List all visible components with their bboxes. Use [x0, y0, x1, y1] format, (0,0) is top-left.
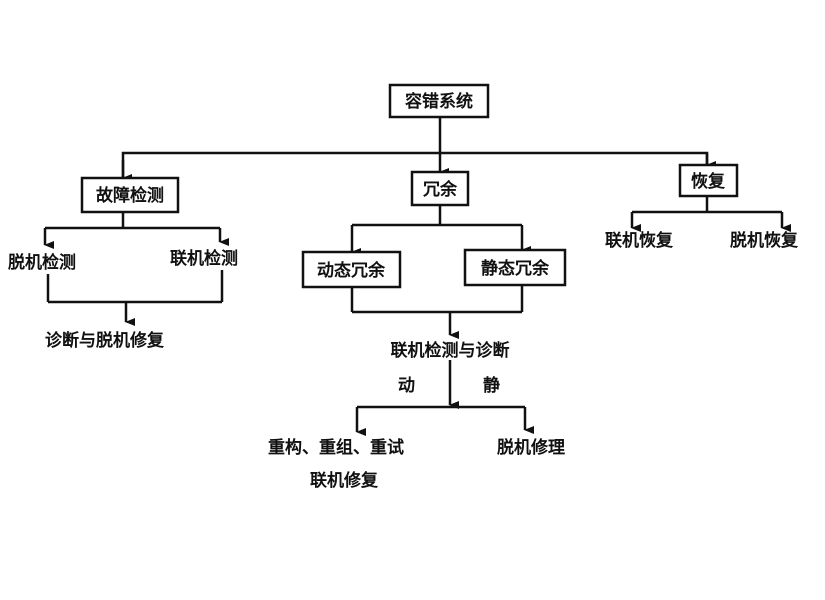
online-detection-diagnosis-label: 联机检测与诊断: [391, 340, 510, 361]
online-detection-label: 联机检测: [170, 248, 238, 269]
redundancy-box: [410, 170, 470, 207]
online-repair-label: 联机修复: [310, 470, 379, 491]
online-recovery-label: 联机恢复: [605, 230, 674, 251]
static-redundancy-label: 静态冗余: [481, 258, 550, 279]
static-edge-label: 静: [483, 375, 500, 396]
offline-detection-label: 脱机检测: [8, 252, 76, 273]
dynamic-redundancy-box: [301, 250, 402, 289]
offline-maintenance-label: 脱机修理: [497, 437, 565, 458]
dynamic-edge-label: 动: [398, 376, 415, 396]
recovery-box: [678, 163, 739, 198]
fault-detection-box: [80, 176, 180, 214]
recovery-connectors: [630, 196, 791, 232]
recovery-label: 恢复: [691, 171, 726, 192]
fault-detection-label: 故障检测: [96, 185, 164, 206]
static-redundancy-box: [463, 248, 567, 287]
dynamic-redundancy-label: 动态冗余: [317, 260, 386, 281]
redundancy-connectors: [350, 205, 534, 436]
root-node-label: 容错系统: [405, 91, 473, 112]
offline-recovery-label: 脱机恢复: [730, 230, 799, 251]
diagnosis-offline-repair-label: 诊断与脱机修复: [45, 330, 165, 351]
reconfigure-label: 重构、重组、重试: [268, 437, 404, 458]
root-connectors: [121, 117, 716, 182]
redundancy-label: 冗余: [423, 179, 458, 200]
fault-detection-connectors: [43, 212, 229, 326]
